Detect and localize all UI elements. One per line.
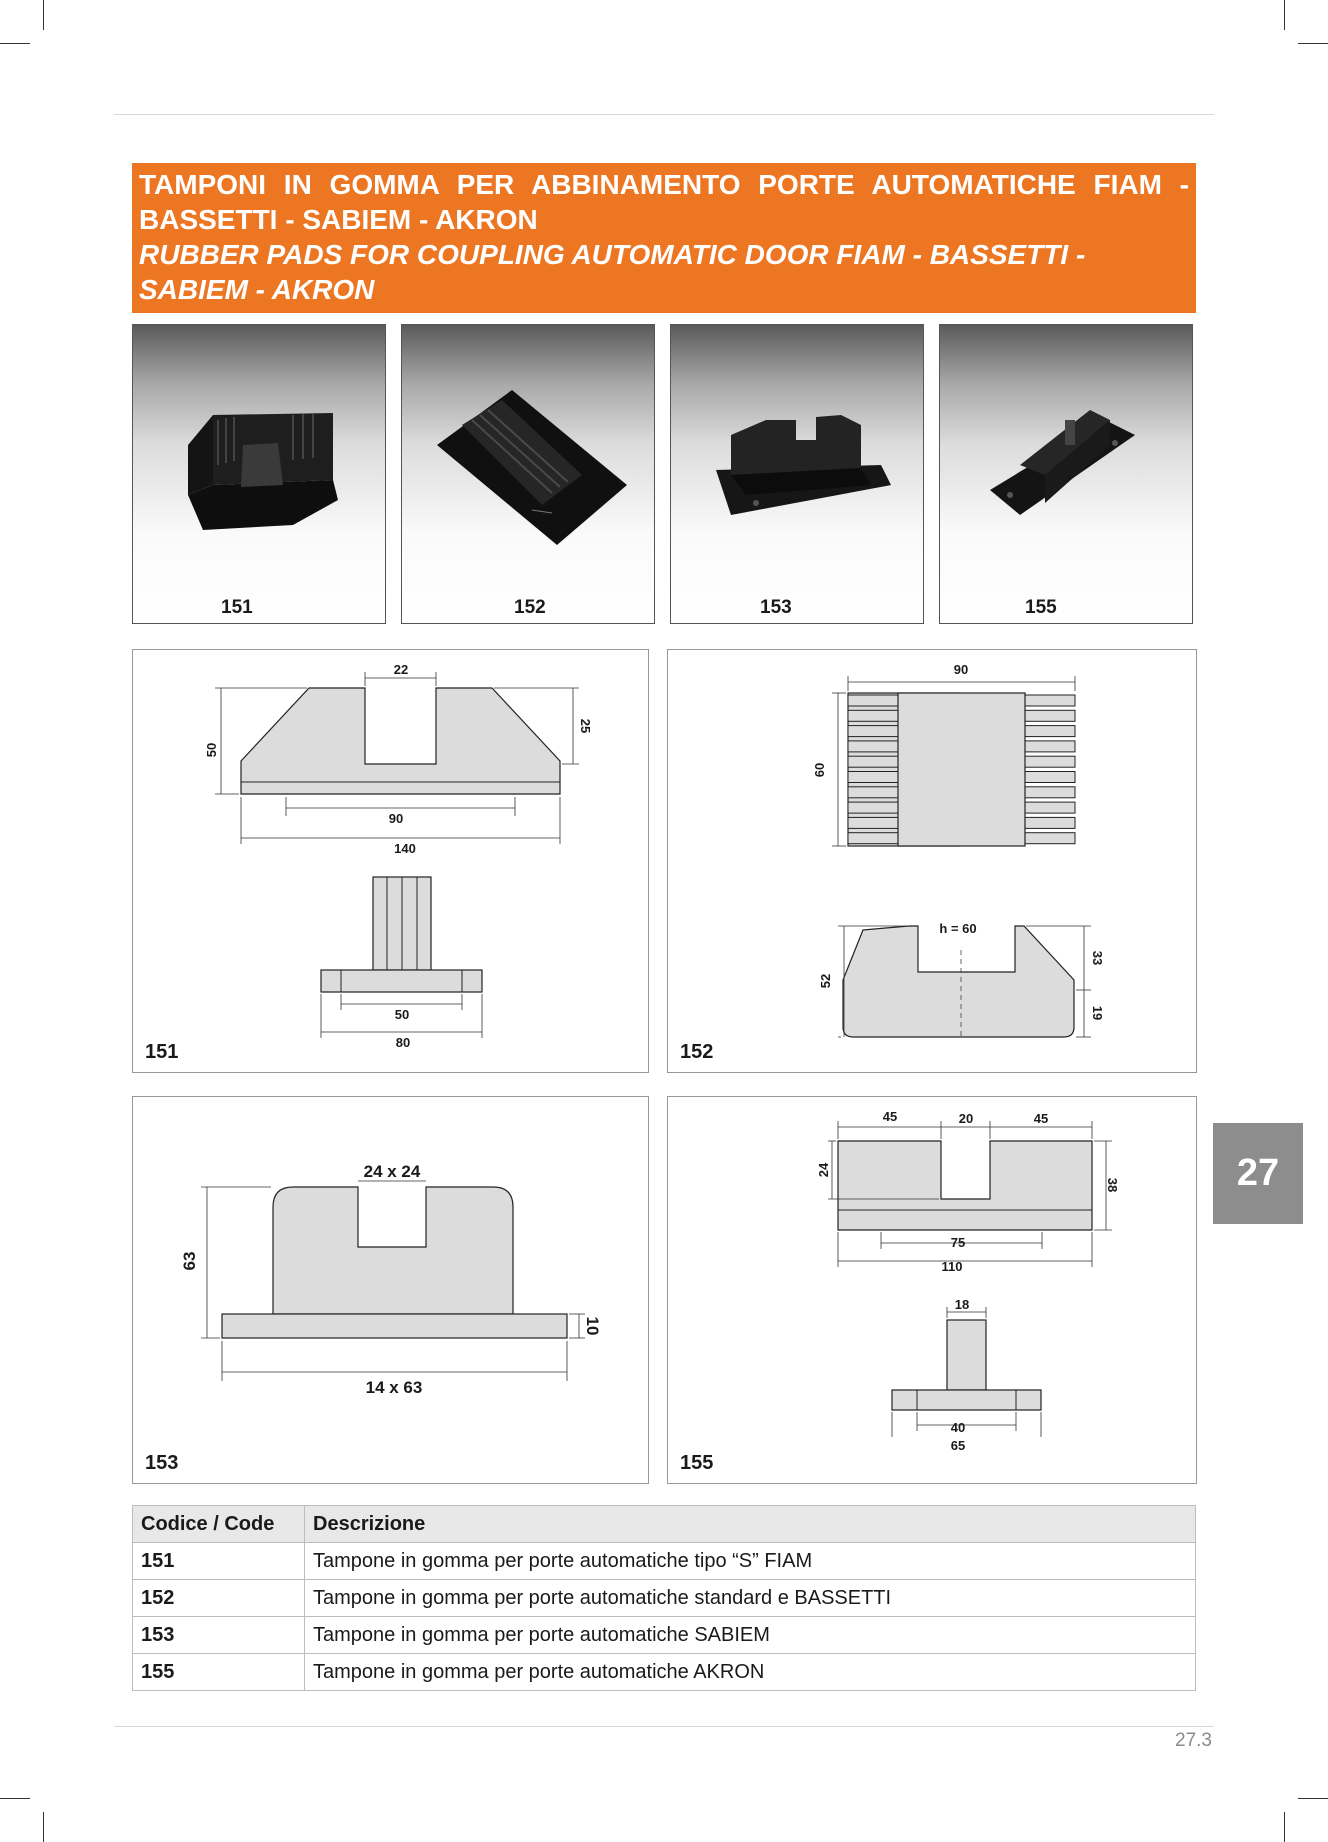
drawing-label: 151 <box>145 1041 179 1063</box>
cell-code: 153 <box>132 1616 305 1654</box>
drawing-label: 152 <box>680 1041 714 1063</box>
slat <box>847 771 899 783</box>
photo-caption: 152 <box>514 597 546 618</box>
photo-155: 155 <box>939 324 1193 624</box>
photo-caption: 151 <box>221 597 253 618</box>
dim-label: 63 <box>180 1252 199 1271</box>
crop-mark <box>1298 43 1328 44</box>
slat <box>847 801 899 814</box>
dim-label: 33 <box>1090 951 1105 965</box>
dim-label: 110 <box>942 1259 963 1274</box>
dim-label: 140 <box>394 841 416 856</box>
photo-caption: 155 <box>1025 597 1057 618</box>
slat <box>1024 740 1076 753</box>
dim-label: 18 <box>955 1297 969 1312</box>
table-row: 151 Tampone in gomma per porte automatic… <box>132 1542 1196 1580</box>
dim-label: 75 <box>951 1235 965 1250</box>
dim-label: 24 x 24 <box>364 1162 421 1181</box>
dim-label: 60 <box>812 763 827 777</box>
dim-label: 40 <box>951 1420 965 1435</box>
table-header-row: Codice / Code Descrizione <box>132 1505 1196 1543</box>
cell-description: Tampone in gomma per porte automatiche S… <box>304 1616 1196 1654</box>
photo-151: 151 <box>132 324 386 624</box>
photo-153: 153 <box>670 324 924 624</box>
crop-mark <box>1284 0 1285 30</box>
crop-mark <box>0 43 30 44</box>
cell-code: 152 <box>132 1579 305 1617</box>
drawing-label: 155 <box>680 1452 714 1474</box>
bottom-rule <box>114 1726 1214 1727</box>
dim-label: 45 <box>883 1109 897 1124</box>
slat <box>847 816 899 829</box>
dim-label: 38 <box>1105 1178 1120 1192</box>
title-italian: TAMPONI IN GOMMA PER ABBINAMENTO PORTE A… <box>139 169 1189 235</box>
dim-label: 45 <box>1034 1111 1048 1126</box>
slat <box>847 709 899 722</box>
drawing-152: 90 60 h = 60 52 33 19 152 <box>667 649 1197 1073</box>
slat <box>1024 816 1076 829</box>
product-table: Codice / Code Descrizione 151 Tampone in… <box>132 1505 1196 1691</box>
slat <box>847 725 899 738</box>
cell-code: 155 <box>132 1653 305 1691</box>
cell-description: Tampone in gomma per porte automatiche A… <box>304 1653 1196 1691</box>
slat <box>1024 725 1076 738</box>
dim-label: 22 <box>394 662 408 677</box>
dim-label: 24 <box>816 1162 831 1177</box>
dim-label: 52 <box>818 974 833 988</box>
table-row: 155 Tampone in gomma per porte automatic… <box>132 1653 1196 1691</box>
slat-group <box>847 692 1076 847</box>
slat <box>1024 771 1076 783</box>
column-header-description: Descrizione <box>304 1505 1196 1543</box>
table-row: 153 Tampone in gomma per porte automatic… <box>132 1616 1196 1654</box>
column-header-code: Codice / Code <box>132 1505 305 1543</box>
crop-mark <box>43 0 44 30</box>
page-number: 27.3 <box>1175 1730 1212 1751</box>
slat <box>1024 694 1076 707</box>
dim-label: 19 <box>1090 1006 1105 1020</box>
drawing-153: 24 x 24 63 10 14 x 63 153 <box>132 1096 649 1484</box>
title-english: RUBBER PADS FOR COUPLING AUTOMATIC DOOR … <box>139 239 1086 305</box>
table-row: 152 Tampone in gomma per porte automatic… <box>132 1579 1196 1617</box>
dim-label: 50 <box>395 1007 409 1022</box>
slat <box>1024 832 1076 845</box>
cell-code: 151 <box>132 1542 305 1580</box>
slat <box>1024 786 1076 799</box>
dim-label: 14 x 63 <box>366 1378 423 1397</box>
dim-label: 90 <box>954 662 968 677</box>
cell-description: Tampone in gomma per porte automatiche t… <box>304 1542 1196 1580</box>
dim-label: 20 <box>959 1111 973 1126</box>
slat <box>847 786 899 799</box>
cell-description: Tampone in gomma per porte automatiche s… <box>304 1579 1196 1617</box>
slat <box>847 755 899 768</box>
drawing-label: 153 <box>145 1452 179 1474</box>
slat <box>1024 801 1076 814</box>
dim-label: h = 60 <box>939 921 976 936</box>
slat <box>847 832 899 845</box>
drawing-155: 45 20 45 24 38 75 110 18 40 65 155 <box>667 1096 1197 1484</box>
photo-152: 152 <box>401 324 655 624</box>
slat <box>847 694 899 707</box>
slat <box>1024 709 1076 722</box>
crop-mark <box>43 1812 44 1842</box>
dim-label: 25 <box>578 719 593 733</box>
dim-label: 50 <box>204 743 219 757</box>
crop-mark <box>0 1798 30 1799</box>
dim-label: 65 <box>951 1438 965 1453</box>
top-rule <box>114 114 1214 115</box>
crop-mark <box>1284 1812 1285 1842</box>
slat <box>1024 755 1076 768</box>
dim-label: 90 <box>389 811 403 826</box>
slat <box>847 740 899 753</box>
pad-body <box>897 692 1026 847</box>
crop-mark <box>1298 1798 1328 1799</box>
section-header: TAMPONI IN GOMMA PER ABBINAMENTO PORTE A… <box>132 163 1196 313</box>
dim-label: 80 <box>396 1035 410 1050</box>
section-tab: 27 <box>1213 1123 1303 1224</box>
dim-label: 10 <box>583 1317 602 1336</box>
photo-caption: 153 <box>760 597 792 618</box>
drawing-151: 22 50 25 90 140 50 80 151 <box>132 649 649 1073</box>
